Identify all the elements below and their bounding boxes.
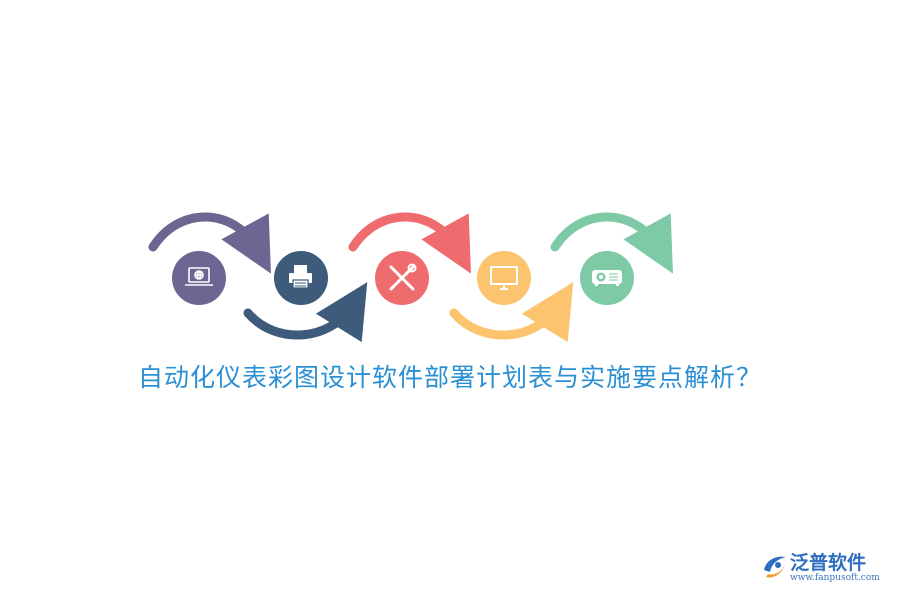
step-1-circle xyxy=(172,251,226,305)
monitor-icon xyxy=(490,266,518,290)
projector-icon xyxy=(592,270,622,286)
step-2-circle xyxy=(274,251,328,305)
arc-step-1 xyxy=(148,212,271,274)
step-4-circle xyxy=(477,251,531,305)
arc-step-3 xyxy=(348,212,471,274)
brand-name: 泛普软件 xyxy=(790,552,867,574)
brand-url: www.fanpusoft.com xyxy=(790,573,880,583)
tools-icon xyxy=(389,263,417,291)
fanpu-logo-icon xyxy=(764,556,786,578)
process-flow xyxy=(148,212,673,343)
brand-watermark: 泛普软件 www.fanpusoft.com xyxy=(760,548,888,588)
headline: 自动化仪表彩图设计软件部署计划表与实施要点解析？ xyxy=(137,363,762,392)
step-5-circle xyxy=(580,251,634,305)
laptop-globe-icon xyxy=(185,267,213,286)
printer-icon xyxy=(289,265,312,289)
step-3-circle xyxy=(375,251,429,305)
arc-step-5 xyxy=(550,212,673,274)
arc-step-2 xyxy=(243,282,368,343)
arc-step-4 xyxy=(449,282,574,343)
